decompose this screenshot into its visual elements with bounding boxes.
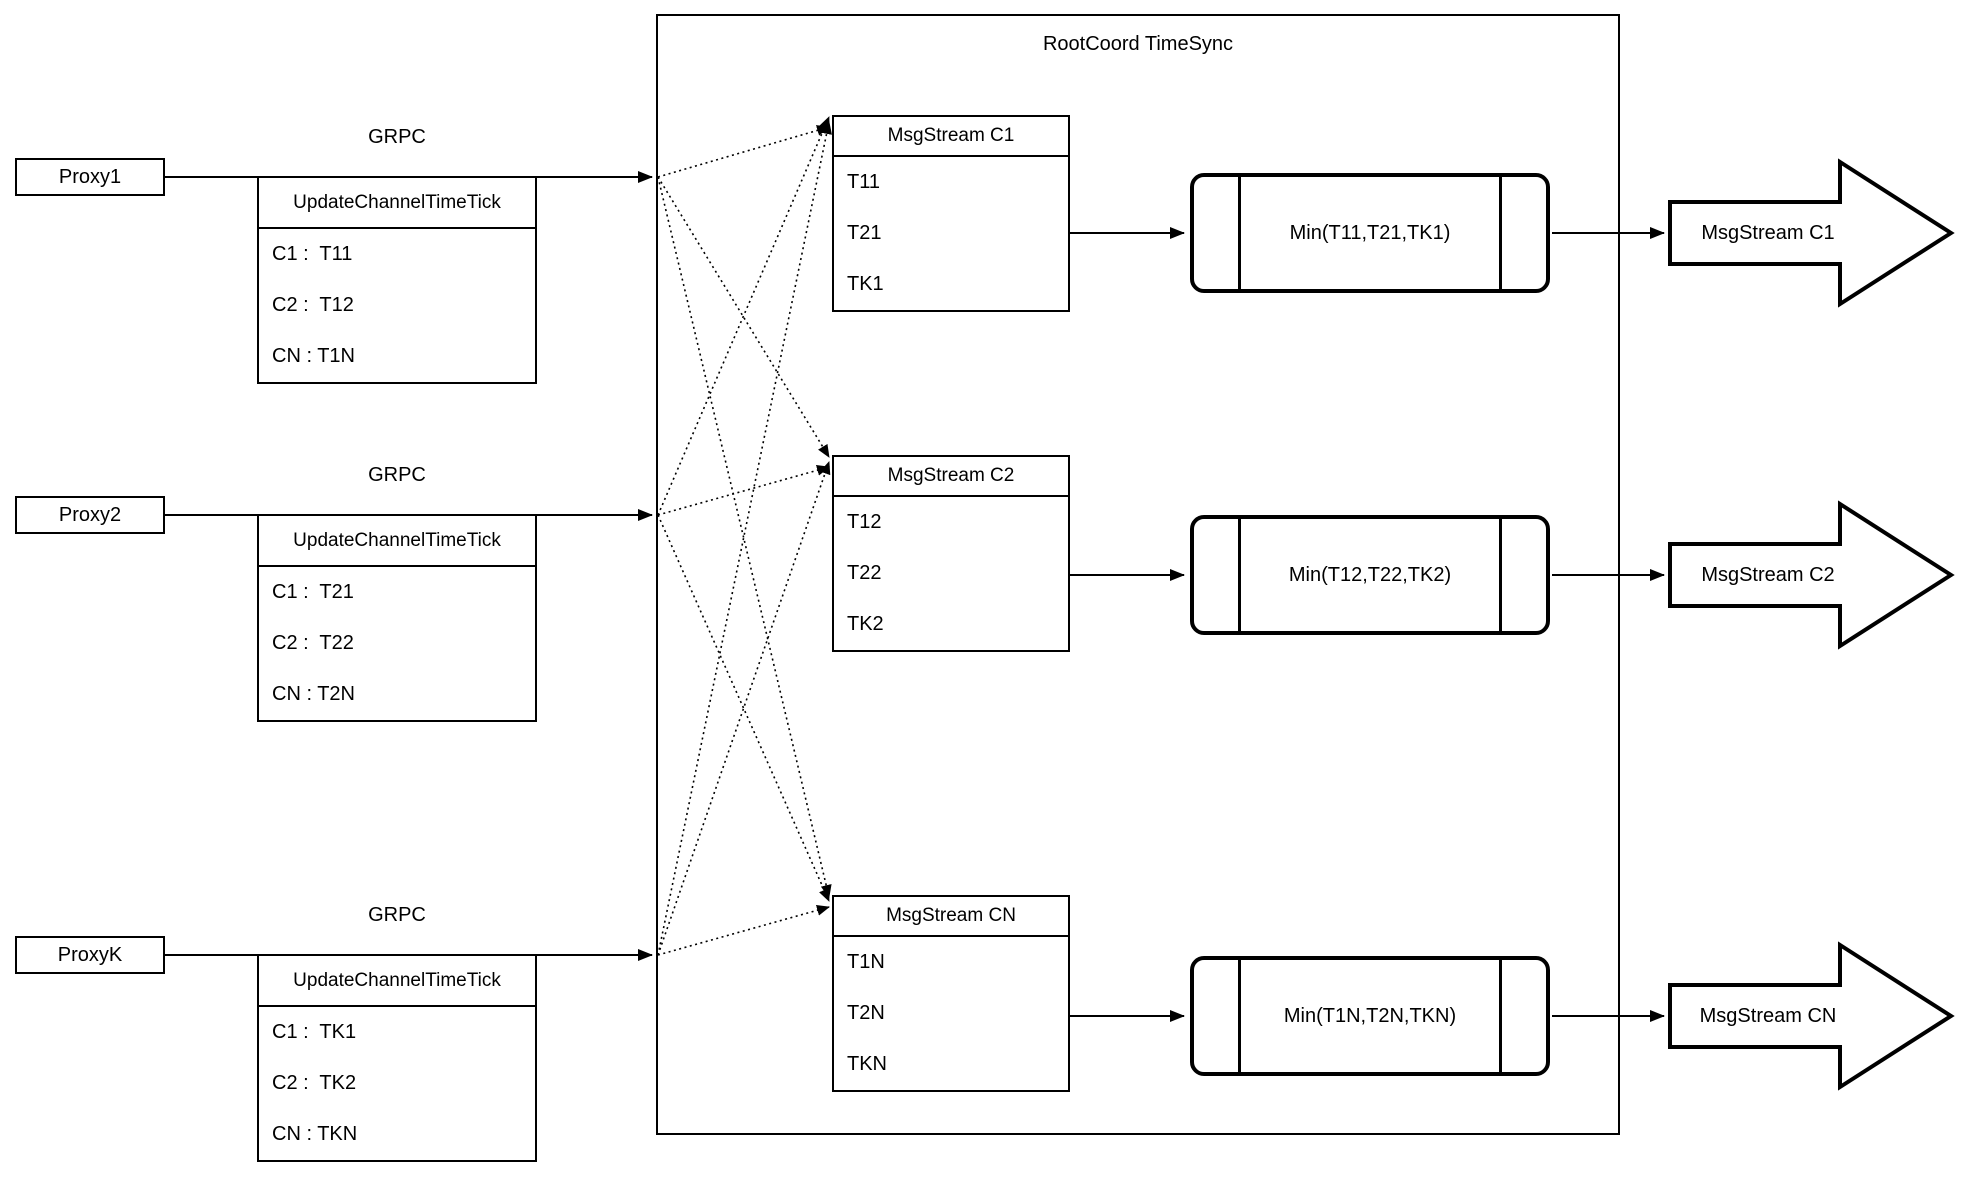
grpc-label-2: GRPC — [368, 464, 426, 486]
proxy2-table-row: C2 : T22 — [272, 632, 354, 654]
msgstream-cn-row: T1N — [847, 951, 885, 973]
msgstream-cn-row: T2N — [847, 1002, 885, 1024]
msgstream-c2-row: T22 — [847, 562, 882, 584]
msgstream-cn-table: MsgStream CN T1N T2N TKN — [832, 895, 1070, 1092]
minbox-left-bar — [1238, 177, 1241, 289]
proxy1-table-row: C2 : T12 — [272, 294, 354, 316]
proxy1-table-row: C1 : T11 — [272, 243, 353, 265]
proxy2-table-row: C1 : T21 — [272, 581, 354, 603]
msgstream-c2-row: T12 — [847, 511, 882, 533]
min-label-c2: Min(T12,T22,TK2) — [1288, 563, 1452, 586]
minbox-left-bar — [1238, 960, 1241, 1072]
proxyk-timetick-table: UpdateChannelTimeTick C1 : TK1 C2 : TK2 … — [257, 954, 537, 1162]
proxy1-table-row: CN : T1N — [272, 345, 355, 367]
msgstream-c2-row: TK2 — [847, 613, 884, 635]
msgstream-cn-row: TKN — [847, 1053, 887, 1075]
proxyk-label: ProxyK — [57, 943, 123, 966]
proxy2-label: Proxy2 — [58, 503, 122, 526]
min-label-cn: Min(T1N,T2N,TKN) — [1283, 1004, 1457, 1027]
msgstream-c1-row: T11 — [847, 171, 880, 193]
proxy1-label: Proxy1 — [58, 165, 122, 188]
proxy2-table-row: CN : T2N — [272, 683, 355, 705]
proxy1-table-header: UpdateChannelTimeTick — [259, 178, 535, 229]
minbox-right-bar — [1499, 960, 1502, 1072]
proxy2-box: Proxy2 — [15, 496, 165, 534]
grpc-label-1: GRPC — [368, 126, 426, 148]
msgstream-cn-header: MsgStream CN — [834, 897, 1068, 937]
proxyk-table-row: C2 : TK2 — [272, 1072, 357, 1094]
proxyk-box: ProxyK — [15, 936, 165, 974]
msgstream-c2-table: MsgStream C2 T12 T22 TK2 — [832, 455, 1070, 652]
msgstream-c1-row: T21 — [847, 222, 882, 244]
minbox-right-bar — [1499, 519, 1502, 631]
min-box-c1: Min(T11,T21,TK1) — [1190, 173, 1550, 293]
msgstream-c2-header: MsgStream C2 — [834, 457, 1068, 497]
proxy2-table-header: UpdateChannelTimeTick — [259, 516, 535, 567]
output-arrow-label-c2: MsgStream C2 — [1701, 564, 1835, 586]
proxyk-table-row: C1 : TK1 — [272, 1021, 357, 1043]
proxyk-table-header: UpdateChannelTimeTick — [259, 956, 535, 1007]
proxy2-timetick-table: UpdateChannelTimeTick C1 : T21 C2 : T22 … — [257, 514, 537, 722]
msgstream-c1-row: TK1 — [847, 273, 884, 295]
min-label-c1: Min(T11,T21,TK1) — [1289, 221, 1451, 244]
minbox-left-bar — [1238, 519, 1241, 631]
minbox-right-bar — [1499, 177, 1502, 289]
rootcoord-title: RootCoord TimeSync — [1042, 33, 1234, 55]
msgstream-c1-header: MsgStream C1 — [834, 117, 1068, 157]
grpc-label-3: GRPC — [368, 904, 426, 926]
output-arrow-label-c1: MsgStream C1 — [1701, 222, 1835, 244]
output-arrow-label-cn: MsgStream CN — [1699, 1005, 1837, 1027]
min-box-cn: Min(T1N,T2N,TKN) — [1190, 956, 1550, 1076]
proxy1-box: Proxy1 — [15, 158, 165, 196]
min-box-c2: Min(T12,T22,TK2) — [1190, 515, 1550, 635]
proxy1-timetick-table: UpdateChannelTimeTick C1 : T11 C2 : T12 … — [257, 176, 537, 384]
proxyk-table-row: CN : TKN — [272, 1123, 358, 1145]
msgstream-c1-table: MsgStream C1 T11 T21 TK1 — [832, 115, 1070, 312]
